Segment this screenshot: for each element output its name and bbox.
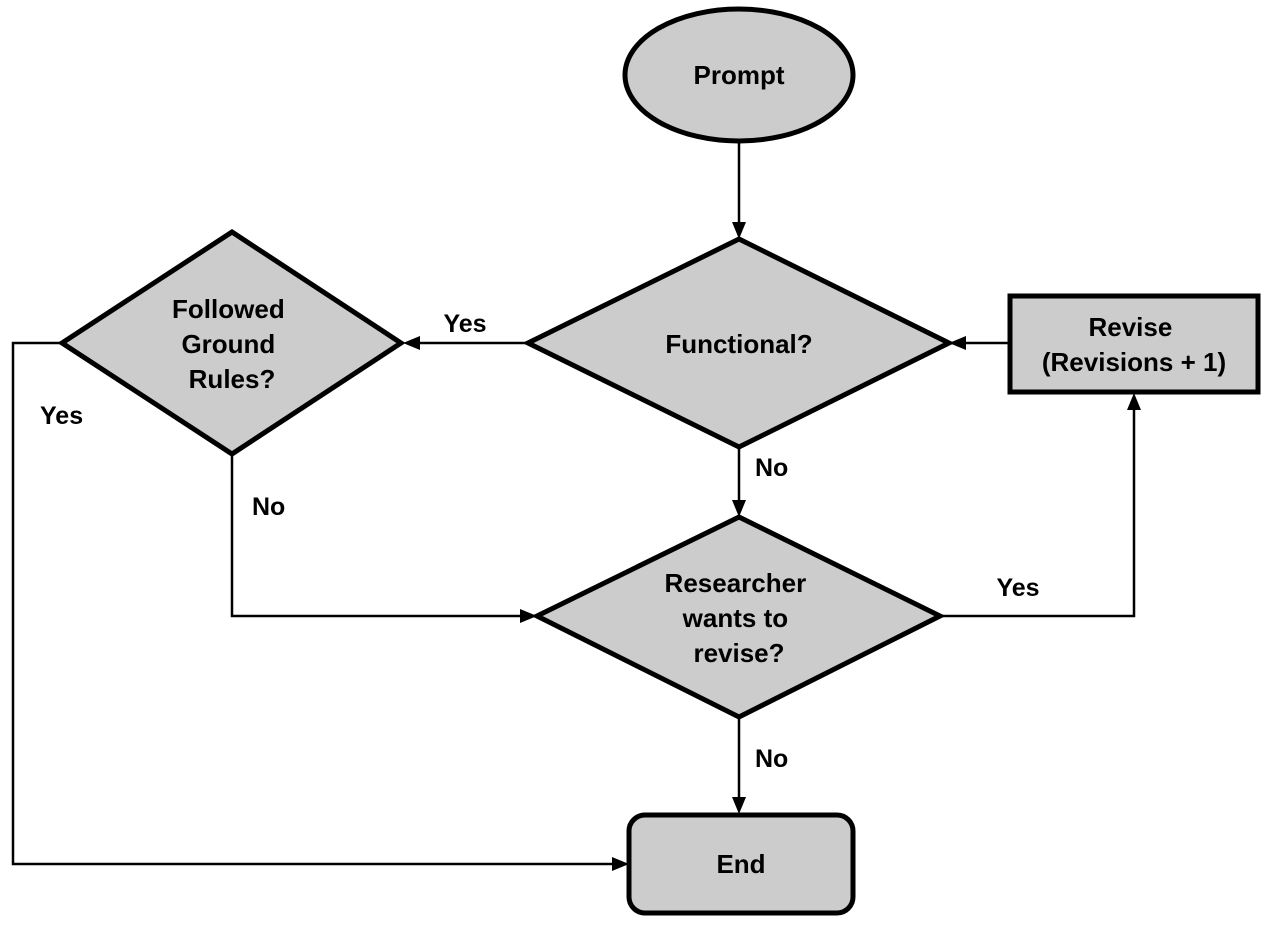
edge-researcher-no bbox=[732, 717, 746, 814]
functional-label: Functional? bbox=[665, 329, 812, 359]
researcher-yes-label: Yes bbox=[996, 574, 1039, 602]
researcher-no-label: No bbox=[755, 745, 788, 773]
researcher-label-line-1: Researcher bbox=[665, 568, 807, 598]
ground-rules-decision: Followed Ground Rules? bbox=[57, 229, 406, 457]
ground-rules-label: Followed Ground Rules? bbox=[172, 294, 292, 394]
functional-decision: Functional? bbox=[522, 236, 955, 450]
ground-rules-label-line-2: Ground bbox=[181, 329, 275, 359]
functional-no-label: No bbox=[755, 454, 788, 482]
researcher-label-line-2: wants to bbox=[682, 603, 788, 633]
edge-ground-rules-no bbox=[230, 454, 537, 623]
end-label: End bbox=[716, 849, 765, 879]
edge-revise-to-functional bbox=[949, 336, 1008, 350]
revise-node: Revise (Revisions + 1) bbox=[1007, 293, 1261, 395]
ground-rules-yes-label: Yes bbox=[40, 402, 83, 430]
revise-label-line-1: Revise bbox=[1088, 312, 1172, 342]
edge-prompt-to-functional bbox=[732, 128, 746, 239]
edge-functional-no bbox=[732, 447, 746, 517]
researcher-label: Researcher wants to revise? bbox=[665, 568, 814, 668]
researcher-label-line-3: revise? bbox=[693, 638, 784, 668]
edge-ground-rules-yes bbox=[11, 341, 629, 871]
edge-researcher-yes bbox=[940, 393, 1141, 618]
end-node: End bbox=[626, 812, 856, 916]
ground-rules-label-line-1: Followed bbox=[172, 294, 285, 324]
revise-label: Revise (Revisions + 1) bbox=[1042, 312, 1226, 377]
researcher-decision: Researcher wants to revise? bbox=[531, 514, 946, 720]
prompt-label: Prompt bbox=[694, 60, 785, 90]
prompt-node: Prompt bbox=[622, 6, 856, 144]
edge-functional-yes bbox=[403, 336, 528, 350]
revise-label-line-2: (Revisions + 1) bbox=[1042, 347, 1226, 377]
ground-rules-no-label: No bbox=[252, 493, 285, 521]
functional-yes-label: Yes bbox=[443, 310, 486, 338]
ground-rules-label-line-3: Rules? bbox=[189, 364, 276, 394]
